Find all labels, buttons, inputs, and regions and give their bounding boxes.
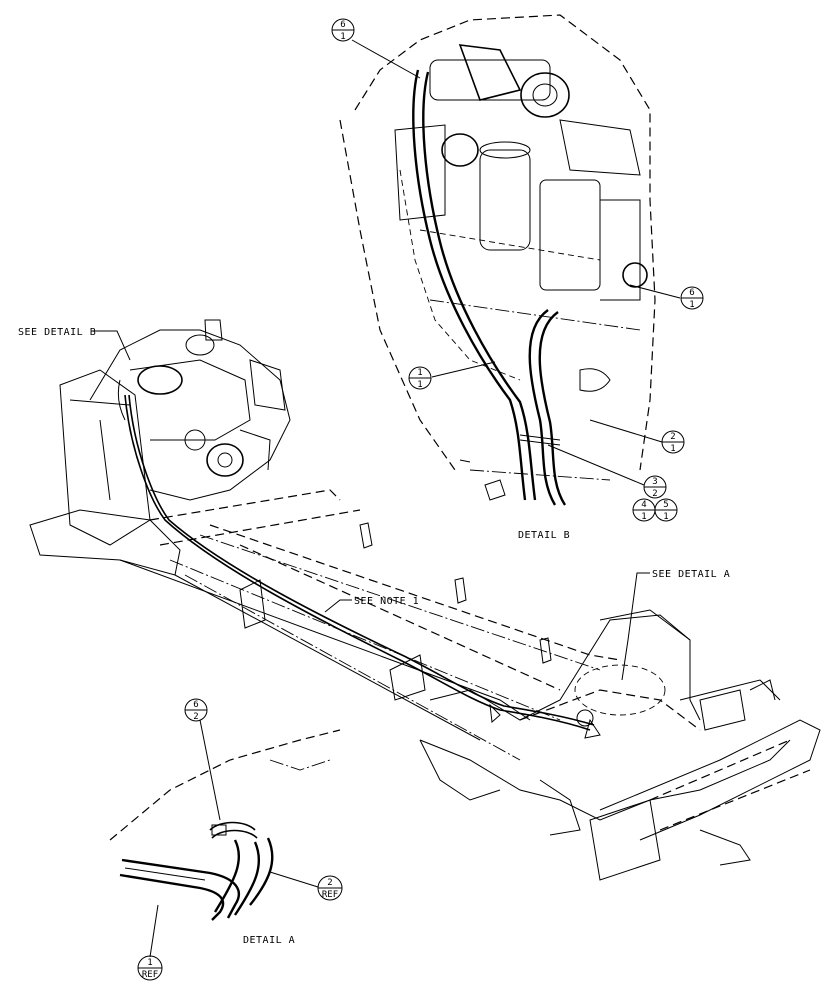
balloon-b-top: 6 1 — [331, 18, 355, 42]
svg-text:1: 1 — [689, 300, 694, 310]
svg-text:REF: REF — [322, 890, 338, 900]
svg-text:2: 2 — [193, 712, 198, 722]
detail-a-title: DETAIL A — [243, 935, 295, 946]
svg-text:2: 2 — [327, 878, 332, 888]
svg-text:1: 1 — [641, 512, 646, 522]
svg-text:3: 3 — [652, 477, 657, 487]
svg-text:1: 1 — [340, 32, 345, 42]
detail-b-title: DETAIL B — [518, 530, 570, 541]
balloon-a-clamp: 6 2 — [184, 698, 208, 722]
detail-a-view — [109, 729, 341, 921]
main-hose — [124, 394, 601, 739]
balloon-b-right: 6 1 — [680, 286, 704, 310]
svg-text:1: 1 — [147, 958, 152, 968]
svg-text:2: 2 — [670, 432, 675, 442]
balloon-b-left: 1 1 — [408, 366, 432, 390]
svg-text:2: 2 — [652, 489, 657, 499]
svg-text:6: 6 — [193, 700, 198, 710]
svg-text:6: 6 — [340, 20, 345, 30]
balloon-a-hose1: 1 REF — [137, 955, 163, 981]
svg-text:1: 1 — [417, 368, 422, 378]
engine — [89, 319, 291, 501]
svg-text:4: 4 — [641, 500, 646, 510]
svg-text:6: 6 — [689, 288, 694, 298]
leader-lines — [92, 39, 681, 958]
svg-text:1: 1 — [417, 380, 422, 390]
svg-text:5: 5 — [663, 500, 668, 510]
balloon-a-hose2: 2 REF — [317, 875, 343, 901]
see-detail-b-label: SEE DETAIL B — [18, 327, 96, 338]
svg-text:REF: REF — [142, 970, 158, 980]
detail-b-view — [339, 14, 656, 506]
chassis-frame — [29, 369, 821, 881]
svg-text:1: 1 — [663, 512, 668, 522]
balloon-stack: 3 2 4 1 5 1 — [632, 475, 678, 522]
see-note-1-label: SEE NOTE 1 — [354, 596, 419, 607]
balloon-b-lower: 2 1 — [661, 430, 685, 454]
see-detail-a-label: SEE DETAIL A — [652, 569, 730, 580]
svg-text:1: 1 — [670, 444, 675, 454]
